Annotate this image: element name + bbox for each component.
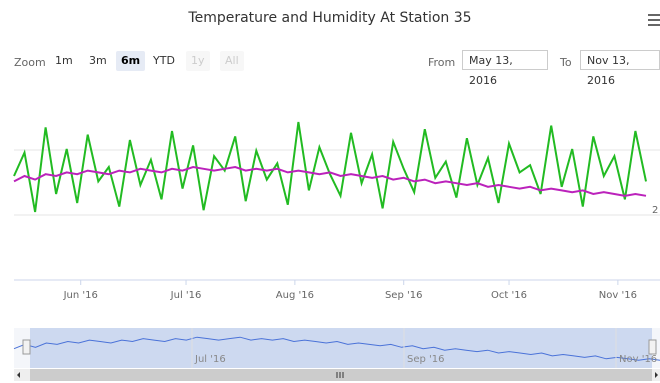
- chart-title: Temperature and Humidity At Station 35: [188, 10, 472, 26]
- from-date-input[interactable]: May 13, 2016: [462, 50, 548, 87]
- scroll-right-arrow-icon[interactable]: [655, 372, 658, 378]
- x-tick-label: Jun '16: [63, 290, 98, 301]
- x-axis-ticks: Jun '16 Jul '16 Aug '16 Sep '16 Oct '16 Nov '…: [63, 280, 637, 301]
- zoom-3m-button[interactable]: 3m: [89, 54, 107, 67]
- navigator-right-handle[interactable]: [648, 339, 657, 355]
- navigator-tick-label: Jul '16: [194, 354, 226, 365]
- x-tick-label: Nov '16: [599, 290, 637, 301]
- navigator-tick-label: Nov '16: [619, 354, 657, 365]
- x-tick-label: Oct '16: [491, 290, 527, 301]
- navigator-tick-label: Sep '16: [407, 354, 445, 365]
- scrollbar-grip-icon: [336, 372, 344, 378]
- zoom-ytd-button[interactable]: YTD: [153, 54, 175, 67]
- zoom-6m-button[interactable]: 6m: [116, 51, 146, 71]
- to-date-input[interactable]: Nov 13, 2016: [580, 50, 660, 87]
- y-tick-label: 2: [652, 205, 658, 216]
- navigator-selected-range[interactable]: [30, 328, 652, 368]
- x-tick-label: Sep '16: [385, 290, 423, 301]
- zoom-label: Zoom: [14, 56, 46, 69]
- series-line-humidity: [13, 165, 647, 197]
- navigator[interactable]: Jul '16 Sep '16 Nov '16: [13, 328, 660, 368]
- zoom-1m-button[interactable]: 1m: [55, 54, 73, 67]
- scroll-left-arrow-icon[interactable]: [17, 372, 20, 378]
- navigator-ticks: Jul '16 Sep '16 Nov '16: [191, 328, 657, 368]
- zoom-1y-button[interactable]: 1y: [186, 51, 210, 71]
- navigator-series-line: [13, 336, 660, 361]
- scrollbar-thumb[interactable]: [30, 369, 652, 381]
- x-tick-label: Aug '16: [276, 290, 314, 301]
- plot-area: Jun '16 Jul '16 Aug '16 Sep '16 Oct '16 Nov '…: [13, 121, 660, 301]
- zoom-all-button[interactable]: All: [220, 51, 244, 71]
- navigator-left-handle[interactable]: [22, 339, 31, 355]
- from-label: From: [428, 56, 456, 69]
- to-label: To: [560, 56, 572, 69]
- series-line-temperature: [13, 121, 647, 213]
- hamburger-menu-icon[interactable]: [648, 14, 660, 28]
- x-tick-label: Jul '16: [170, 290, 202, 301]
- scrollbar[interactable]: [14, 369, 660, 381]
